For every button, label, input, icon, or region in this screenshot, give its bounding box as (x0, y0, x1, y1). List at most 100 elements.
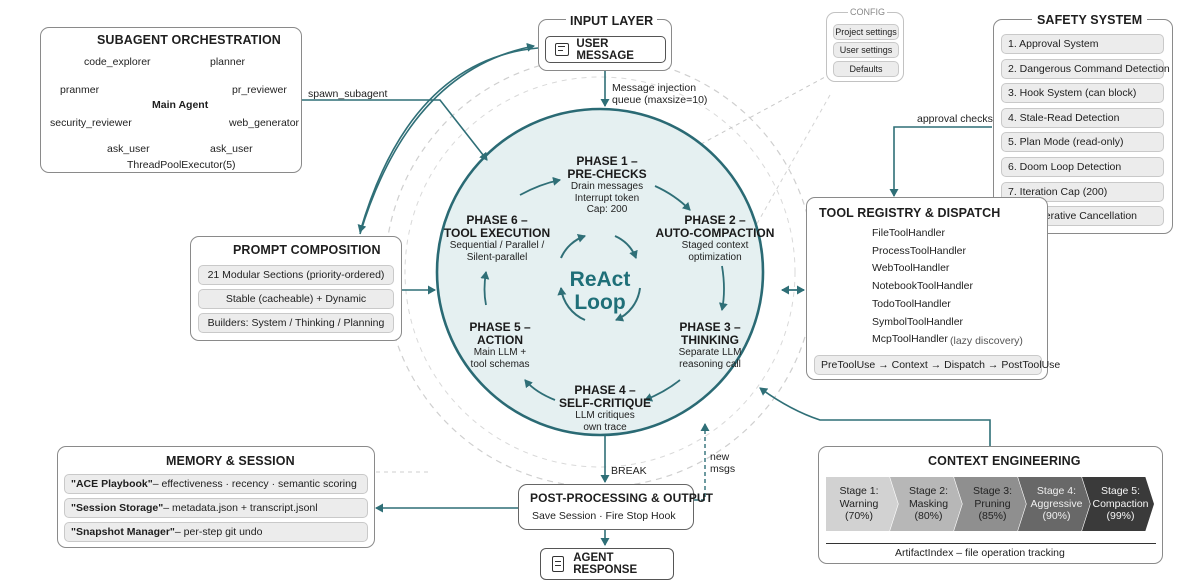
stage-line1: Stage 3: (972, 485, 1013, 498)
threadpool-label: ThreadPoolExecutor(5) (127, 159, 236, 171)
prompt-item: Stable (cacheable) + Dynamic (198, 289, 394, 309)
memory-item-name: "Session Storage" (71, 502, 164, 514)
context-stage-2: Stage 2:Masking(80%) (890, 477, 962, 531)
prompt-title: PROMPT COMPOSITION (233, 243, 381, 257)
phase-title-2: THINKING (680, 333, 739, 347)
outer-dashed-ring-2 (404, 76, 796, 468)
react-loop-line1: ReAct (569, 268, 631, 291)
user-message-button[interactable]: USER MESSAGE (545, 36, 666, 63)
config-item[interactable]: Project settings (833, 24, 899, 40)
subagent-title: SUBAGENT ORCHESTRATION (97, 33, 281, 47)
subagent-name: ask_user (210, 143, 253, 155)
context-stage-text: Stage 5:Compaction(99%) (1087, 485, 1148, 523)
memory-title: MEMORY & SESSION (166, 454, 295, 468)
injection-note-line1: Message injection (612, 82, 697, 94)
tool-handler: McpToolHandler (872, 333, 948, 346)
chat-bubble-icon (555, 43, 570, 56)
spawn-subagent-label: spawn_subagent (308, 88, 388, 100)
stage-line2: Aggressive (1030, 497, 1083, 510)
phase-title-2: SELF-CRITIQUE (559, 396, 651, 410)
memory-item: "Snapshot Manager" – per-step git undo (64, 522, 368, 542)
phase-title-2: PRE-CHECKS (567, 167, 647, 181)
context-stage-text: Stage 3:Pruning(85%) (968, 485, 1012, 523)
safety-item: 7. Iteration Cap (200) (1001, 181, 1164, 202)
subagent-name: code_explorer (84, 56, 151, 68)
tool-handler: FileToolHandler (872, 227, 945, 239)
tool-pipeline-pill: PreToolUse → Context → Dispatch → PostTo… (814, 355, 1060, 375)
input-layer-title: INPUT LAYER (566, 14, 658, 28)
config-item[interactable]: Defaults (833, 61, 899, 77)
safety-item: 2. Dangerous Command Detection (1001, 58, 1170, 79)
post-subtitle: Save Session · Fire Stop Hook (532, 510, 676, 522)
context-divider (826, 543, 1156, 544)
stage-line3: (90%) (1042, 510, 1071, 523)
phase-title-1: PHASE 5 – (469, 320, 531, 334)
memory-item-desc: – effectiveness · recency · semantic sco… (152, 478, 357, 490)
context-stage-text: Stage 1:Warning(70%) (839, 485, 884, 523)
safety-title: SAFETY SYSTEM (1032, 13, 1148, 27)
phase-title-1: PHASE 3 – (679, 320, 741, 334)
phase-desc: Main LLM + (473, 347, 527, 358)
phase-desc: Silent-parallel (466, 251, 528, 263)
subagent-name: web_generator (229, 117, 300, 129)
approval-checks-label: approval checks (917, 113, 993, 125)
memory-item-name: "Snapshot Manager" (71, 526, 175, 538)
subagent-name: planner (210, 56, 246, 68)
phase-desc: tool schemas (470, 358, 530, 370)
safety-item: 5. Plan Mode (read-only) (1001, 132, 1164, 153)
config-title: CONFIG (848, 7, 887, 17)
context-stage-1: Stage 1:Warning(70%) (826, 477, 898, 531)
new-msgs-line2: msgs (710, 463, 736, 475)
tool-handler: SymbolToolHandler (872, 315, 964, 328)
context-stage-5: Stage 5:Compaction(99%) (1082, 477, 1154, 531)
phase-desc: Drain messages (570, 181, 644, 192)
phase-desc: Cap: 200 (586, 204, 628, 215)
safety-item: 6. Doom Loop Detection (1001, 157, 1164, 177)
phase-desc: Interrupt token (574, 192, 640, 204)
stage-line3: (85%) (978, 510, 1007, 523)
phase-title-1: PHASE 1 – (576, 154, 638, 168)
safety-item: 3. Hook System (can block) (1001, 83, 1164, 104)
phase-desc: reasoning call (679, 358, 741, 370)
mcp-note: (lazy discovery) (950, 335, 1023, 347)
phase-title-1: PHASE 4 – (574, 383, 636, 397)
context-stage-text: Stage 2:Masking(80%) (904, 485, 948, 523)
react-loop-line2: Loop (574, 291, 626, 314)
tool-registry-title: TOOL REGISTRY & DISPATCH (819, 206, 1001, 220)
subagent-name: security_reviewer (50, 117, 132, 129)
safety-item: 4. Stale-Read Detection (1001, 107, 1164, 128)
memory-item-desc: – metadata.json + transcript.jsonl (163, 502, 318, 514)
phase-desc: optimization (688, 251, 742, 263)
post-processing-box (518, 484, 694, 530)
subagent-name: pr_reviewer (232, 84, 287, 96)
post-title: POST-PROCESSING & OUTPUT (530, 491, 714, 505)
safety-item: 1. Approval System (1001, 34, 1164, 54)
phase-desc: Sequential / Parallel / (449, 240, 545, 251)
memory-item-name: "ACE Playbook" (71, 478, 153, 490)
tool-handler: WebToolHandler (872, 262, 950, 275)
stage-line1: Stage 4: (1036, 485, 1077, 498)
artifact-index-label: ArtifactIndex – file operation tracking (895, 547, 1065, 559)
subagent-name: ask_user (107, 143, 150, 155)
react-loop-title: ReAct Loop (570, 268, 631, 314)
main-agent-label: Main Agent (152, 99, 209, 111)
stage-line1: Stage 1: (839, 485, 879, 498)
stage-line3: (70%) (844, 510, 873, 523)
stage-line2: Masking (908, 497, 949, 510)
context-stage-text: Stage 4:Aggressive(90%) (1026, 485, 1083, 523)
phase-desc: own trace (583, 421, 627, 433)
tool-handler: TodoToolHandler (872, 297, 951, 310)
subagent-name: pranmer (60, 84, 100, 96)
subagent-orchestration-box (40, 27, 302, 173)
tool-handler: NotebookToolHandler (872, 280, 973, 293)
config-item[interactable]: User settings (833, 42, 899, 58)
agent-response-button[interactable]: AGENT RESPONSE (540, 548, 674, 580)
user-message-label: USER MESSAGE (576, 37, 634, 62)
memory-item: "ACE Playbook" – effectiveness · recency… (64, 474, 368, 494)
context-stage-3: Stage 3:Pruning(85%) (954, 477, 1026, 531)
